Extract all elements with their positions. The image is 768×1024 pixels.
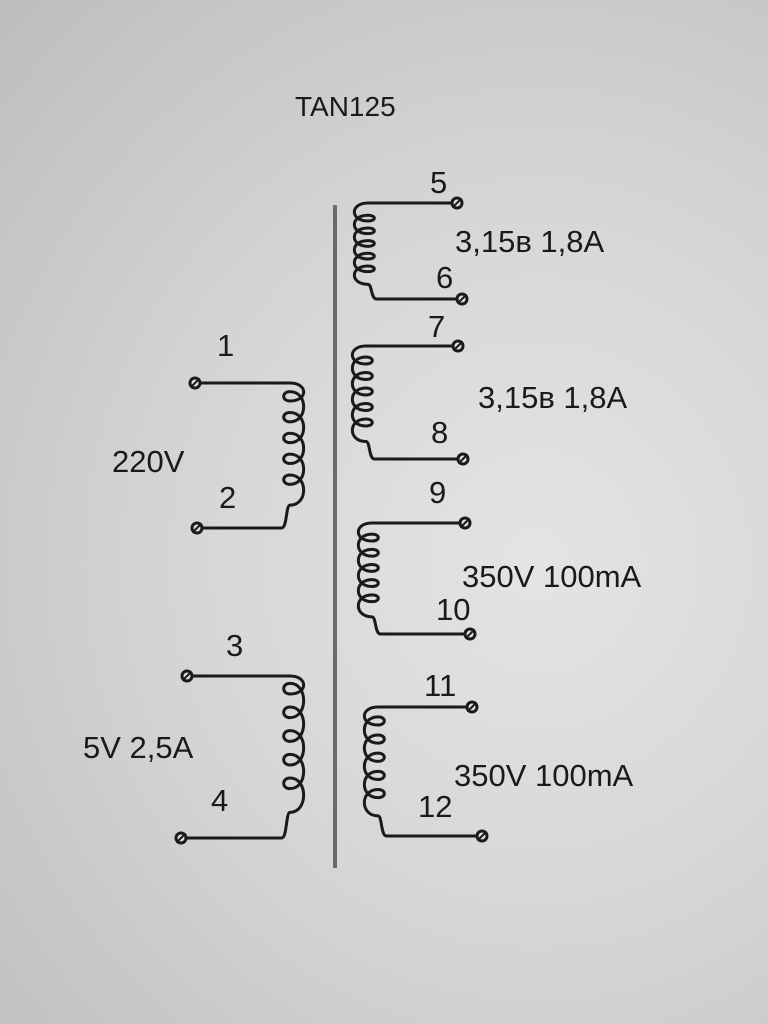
terminal-6-slash (457, 294, 467, 304)
winding-rating-9-10: 350V 100mA (462, 559, 642, 594)
terminal-9-slash (460, 518, 470, 528)
terminal-label-6: 6 (436, 260, 454, 295)
terminal-label-2: 2 (219, 480, 237, 515)
terminal-2-slash (192, 523, 202, 533)
winding-rating-11-12: 350V 100mA (454, 758, 634, 793)
terminal-4-slash (176, 833, 186, 843)
terminal-label-4: 4 (211, 783, 229, 818)
terminal-label-10: 10 (436, 592, 471, 627)
winding-rating-7-8: 3,15в 1,8А (478, 380, 628, 415)
terminal-label-1: 1 (217, 328, 235, 363)
terminal-3-slash (182, 671, 192, 681)
terminal-10-slash (465, 629, 475, 639)
terminal-label-7: 7 (428, 309, 446, 344)
winding-11-12 (362, 705, 484, 838)
terminal-label-3: 3 (226, 628, 244, 663)
terminal-label-12: 12 (418, 789, 453, 824)
terminal-label-5: 5 (430, 165, 448, 200)
terminal-label-8: 8 (431, 415, 449, 450)
winding-3-4 (179, 674, 306, 840)
diagram-title: TAN125 (295, 91, 396, 122)
winding-9-10 (356, 521, 472, 636)
terminal-7-slash (453, 341, 463, 351)
terminal-1-slash (190, 378, 200, 388)
terminal-11-slash (467, 702, 477, 712)
winding-rating-220v: 220V (112, 444, 185, 479)
terminal-label-9: 9 (429, 475, 447, 510)
terminal-5-slash (452, 198, 462, 208)
winding-rating-5-6: 3,15в 1,8А (455, 224, 605, 259)
winding-5-6 (352, 201, 464, 301)
winding-1-2 (193, 381, 306, 530)
terminal-8-slash (458, 454, 468, 464)
terminal-12-slash (477, 831, 487, 841)
terminal-label-11: 11 (424, 668, 457, 703)
winding-rating-5v: 5V 2,5A (83, 730, 194, 765)
winding-7-8 (350, 344, 465, 461)
